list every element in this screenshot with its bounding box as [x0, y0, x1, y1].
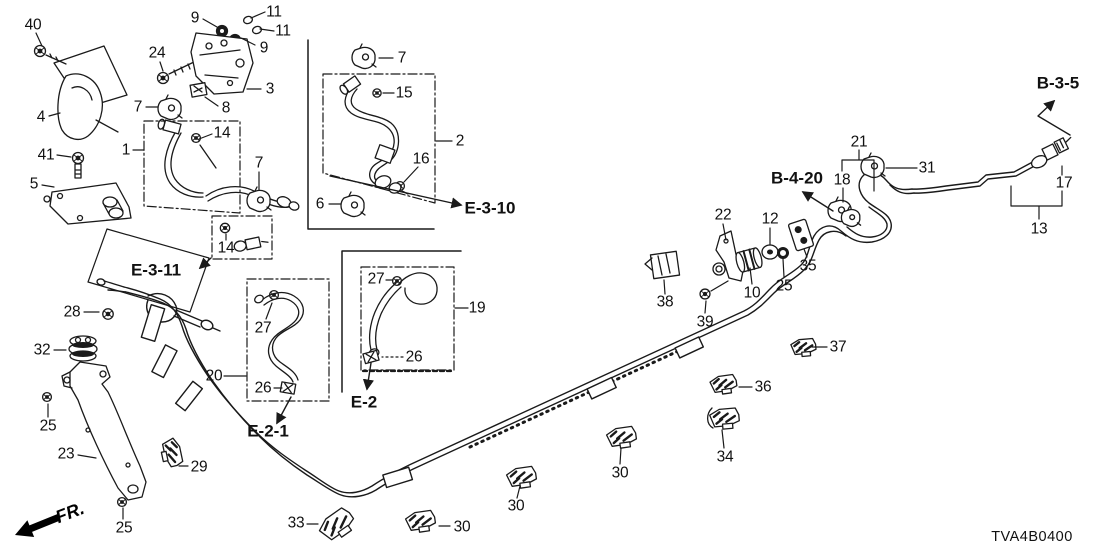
bracket-3-glyph	[191, 33, 253, 94]
cover-4-glyph	[54, 46, 127, 139]
part-label-31: 31	[918, 159, 936, 177]
part-label-25: 25	[775, 277, 793, 295]
part-label-1: 1	[121, 141, 131, 159]
part-label-8: 8	[221, 99, 231, 117]
part-label-35: 35	[799, 257, 817, 275]
part-label-36: 36	[754, 378, 772, 396]
ring-25-glyph	[779, 249, 788, 258]
bracket-23-glyph	[62, 362, 146, 500]
part-label-25: 25	[39, 417, 57, 435]
part-label-28: 28	[63, 303, 81, 321]
grommet-32-glyph	[69, 336, 97, 361]
part-label-24: 24	[148, 44, 166, 62]
part-label-2: 2	[455, 132, 465, 150]
part-label-4: 4	[36, 108, 46, 126]
part-label-30: 30	[507, 497, 525, 515]
part-label-32: 32	[33, 341, 51, 359]
part-label-13: 13	[1030, 220, 1048, 238]
part-label-19: 19	[468, 299, 486, 317]
hose-19-glyph	[363, 273, 437, 364]
clip-8-glyph	[190, 83, 207, 97]
part-label-26: 26	[254, 379, 272, 397]
part-label-34: 34	[716, 448, 734, 466]
part-label-7: 7	[254, 154, 264, 172]
part-label-14: 14	[217, 239, 235, 257]
part-label-33: 33	[287, 514, 305, 532]
part-label-15: 15	[395, 84, 413, 102]
clip-38-glyph	[645, 251, 680, 278]
part-label-21: 21	[850, 133, 868, 151]
part-label-9: 9	[259, 39, 269, 57]
cap-11-icon	[252, 25, 263, 35]
part-label-11: 11	[275, 22, 291, 40]
ref-label-E-2-1: E-2-1	[247, 421, 289, 441]
part-label-12: 12	[761, 210, 779, 228]
part-label-7: 7	[133, 98, 143, 116]
part-label-3: 3	[265, 80, 275, 98]
part-label-27: 27	[254, 319, 272, 337]
grommet-9-icon	[217, 26, 228, 37]
part-label-9: 9	[190, 9, 200, 27]
hose-20-glyph	[253, 293, 303, 395]
fr-arrow-icon	[15, 513, 61, 537]
view-frames	[88, 40, 461, 392]
part-label-26: 26	[405, 348, 423, 366]
bushing-10-glyph	[734, 247, 763, 273]
cap-11-icon	[243, 15, 254, 25]
part-label-29: 29	[190, 458, 208, 476]
ref-label-E-3-11: E-3-11	[130, 260, 182, 280]
part-label-22: 22	[714, 206, 732, 224]
drawing-code: TVA4B0400	[991, 529, 1073, 545]
part-label-16: 16	[412, 150, 430, 168]
connector-14-glyph	[233, 235, 268, 252]
ref-label-E-2: E-2	[350, 392, 378, 412]
part-label-40: 40	[24, 16, 42, 34]
part-label-25: 25	[115, 519, 133, 537]
part-label-6: 6	[315, 195, 325, 213]
part-label-5: 5	[29, 175, 39, 193]
bracket-5-glyph	[44, 183, 131, 224]
part-label-11: 11	[266, 3, 282, 21]
pipe-2-glyph	[338, 76, 408, 195]
part-label-38: 38	[656, 293, 674, 311]
part-label-18: 18	[833, 171, 851, 189]
ref-label-B-4-20: B-4-20	[771, 168, 823, 188]
part-label-20: 20	[205, 367, 223, 385]
part-label-30: 30	[611, 464, 629, 482]
part-label-39: 39	[696, 313, 714, 331]
connector-17-glyph	[1027, 135, 1076, 170]
leader-lines	[36, 12, 1062, 526]
part-label-30: 30	[453, 518, 471, 536]
part-label-14: 14	[213, 124, 231, 142]
part-label-27: 27	[367, 270, 385, 288]
part-label-7: 7	[397, 49, 407, 67]
part-label-10: 10	[743, 284, 761, 302]
assembly-boxes	[144, 74, 454, 401]
ref-arrows	[198, 99, 1070, 425]
bracket-22-glyph	[713, 231, 744, 281]
part-glyphs	[33, 15, 1077, 547]
block-35-glyph	[788, 219, 814, 251]
part-label-37: 37	[829, 338, 847, 356]
pipe-bundle	[96, 158, 1040, 497]
part-label-17: 17	[1055, 174, 1073, 192]
part-label-23: 23	[57, 445, 75, 463]
ref-label-E-3-10: E-3-10	[464, 198, 516, 218]
ref-label-B-3-5: B-3-5	[1036, 73, 1080, 93]
part-label-41: 41	[37, 146, 55, 164]
